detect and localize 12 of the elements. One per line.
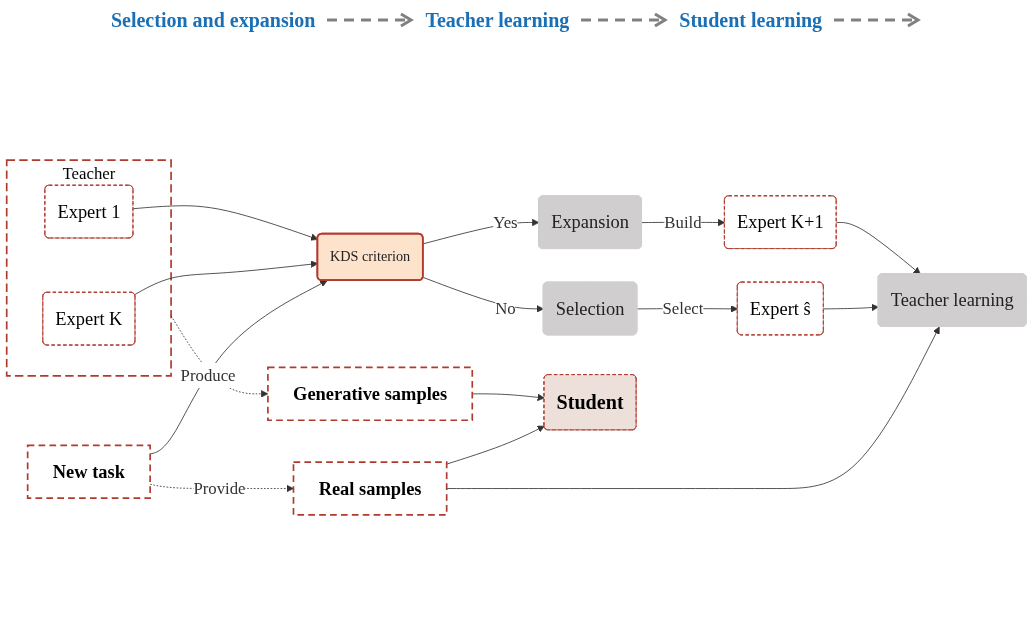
edge-label: Build xyxy=(664,212,702,232)
edge-label: Yes xyxy=(493,212,518,232)
edge-label: No xyxy=(495,299,516,318)
edge-label: Provide xyxy=(193,479,246,498)
node-box: Real samples xyxy=(292,461,448,516)
node-box: New task xyxy=(26,444,151,499)
edge-label: Produce xyxy=(180,366,236,385)
stage-label: Student learning xyxy=(679,8,823,32)
edge-label: Select xyxy=(662,299,704,318)
node-box: Generative samples xyxy=(267,366,474,422)
stage-label: Teacher learning xyxy=(425,8,570,32)
stage-label: Selection and expansion xyxy=(110,8,316,32)
